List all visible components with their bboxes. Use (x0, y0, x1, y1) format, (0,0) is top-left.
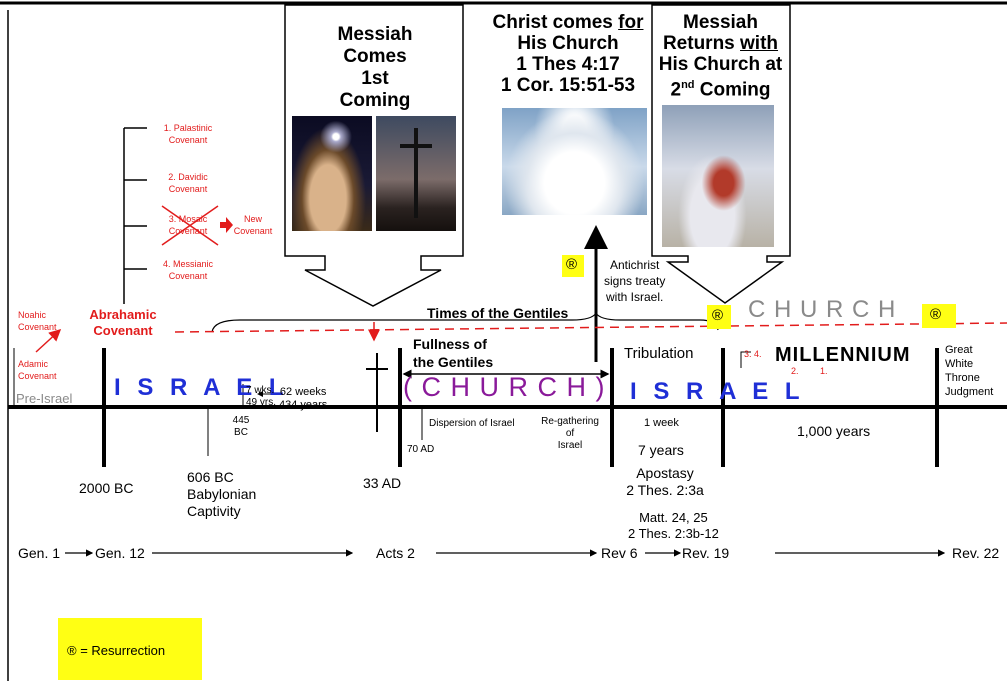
millennium-marker-1: 1. (820, 366, 828, 376)
first-coming-title: Messiah Comes 1st Coming (337, 24, 413, 111)
israel-label-future: I S R A E L (630, 378, 805, 405)
clouds-image (502, 108, 647, 215)
times-of-gentiles-label: Times of the Gentiles (427, 305, 569, 321)
resurrection-symbol: ® (712, 307, 724, 324)
pre-israel-label: Pre-Israel (16, 391, 73, 406)
resurrection-symbol: ® (930, 306, 942, 323)
crucifixion-image (376, 116, 456, 231)
church-dashed-line (174, 322, 1007, 333)
scripture-acts2: Acts 2 (376, 545, 415, 561)
scripture-rev22: Rev. 22 (952, 545, 1000, 561)
scripture-rev6: Rev 6 (601, 545, 638, 561)
church-period-label: ( C H U R C H ) (403, 372, 606, 402)
israel-label: I S R A E L (114, 374, 289, 401)
one-week-label: 1 week (644, 417, 679, 429)
resurrection-marker (707, 305, 731, 329)
millennium-label: MILLENNIUM (775, 344, 911, 366)
bc2000-label: 2000 BC (79, 480, 134, 496)
resurrection-marker (922, 304, 956, 328)
millennium-marker-2: 2. (791, 366, 799, 376)
scripture-gen1: Gen. 1 (18, 545, 61, 561)
second-coming-title: Messiah Returns with His Church at 2nd C… (658, 12, 783, 101)
scripture-gen12: Gen. 12 (95, 545, 145, 561)
rider-on-white-horse-image (662, 105, 774, 247)
dispersion-label: Dispersion of Israel (429, 418, 515, 429)
legend-box (58, 618, 202, 680)
ad70-label: 70 AD (407, 444, 435, 455)
church-top-label: C H U R C H (748, 296, 897, 323)
scripture-rev19: Rev. 19 (682, 545, 730, 561)
legend-text: ® = Resurrection (67, 643, 166, 658)
resurrection-symbol: ® (566, 256, 578, 273)
seven-weeks-label: 7 wks.49 yrs. (246, 385, 277, 408)
tribulation-label: Tribulation (624, 345, 694, 362)
millennium-marker-34: 3. 4. (744, 349, 762, 359)
ad33-label: 33 AD (363, 475, 402, 491)
resurrection-marker (562, 255, 584, 277)
nativity-image (292, 116, 372, 231)
seven-years-label: 7 years (638, 442, 684, 458)
rapture-title: Christ comes for His Church 1 Thes 4:17 … (492, 12, 644, 96)
thousand-years-label: 1,000 years (797, 423, 871, 439)
